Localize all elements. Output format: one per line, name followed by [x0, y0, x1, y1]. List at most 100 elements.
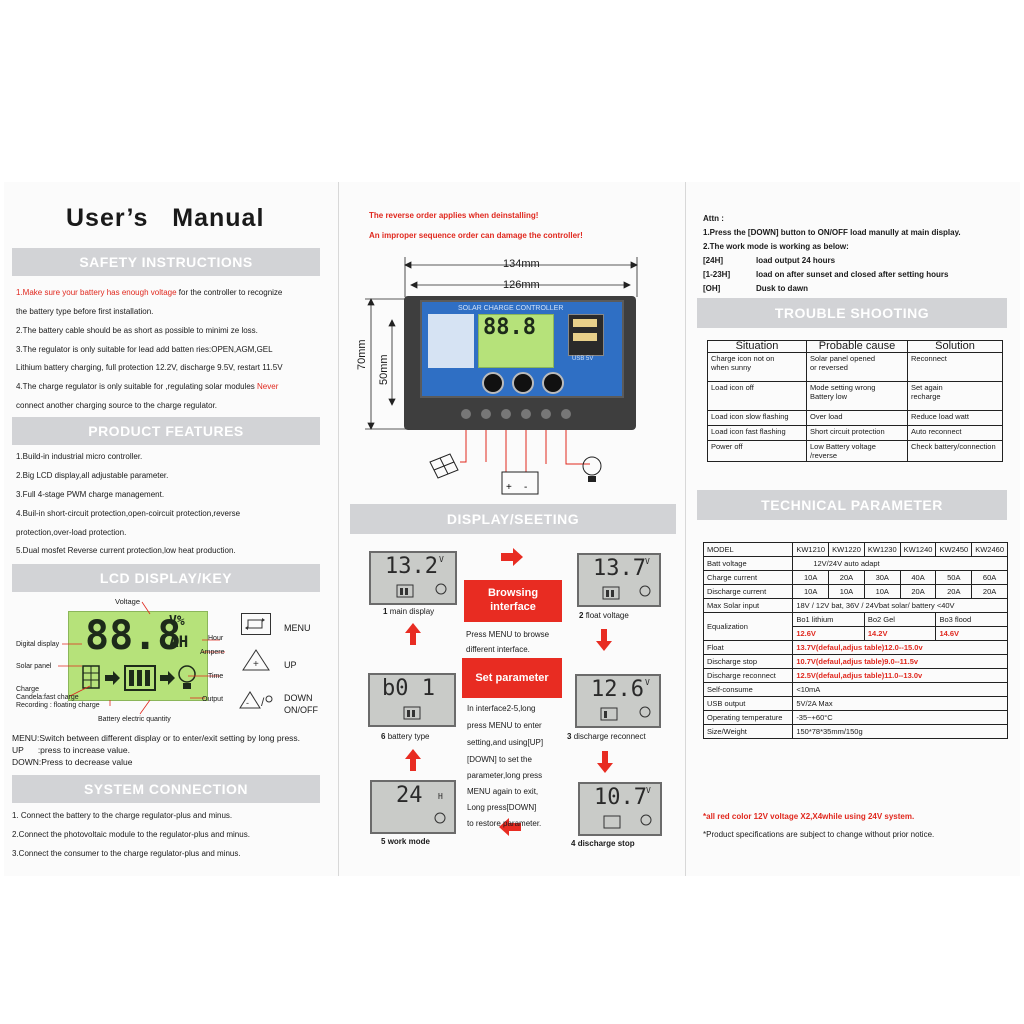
table-cell: Charge icon not on when sunny	[707, 352, 807, 382]
controller-face: SOLAR CHARGE CONTROLLER 88.8 USB 5V	[420, 300, 624, 398]
screen-icons	[602, 585, 651, 600]
safety-line-5: Lithium battery charging, full protectio…	[16, 363, 283, 372]
table-cell: Load icon slow flashing	[707, 410, 807, 426]
screen-caption-3: 3 discharge reconnect	[567, 731, 646, 742]
table-cell: 10A	[792, 584, 830, 599]
device-down-button[interactable]	[542, 372, 564, 394]
feature-item: protection,over-load protection.	[16, 528, 127, 537]
table-cell: Over load	[806, 410, 908, 426]
lcd-label-ampere: Ampere	[200, 649, 225, 656]
table-cell: 20A	[899, 584, 937, 599]
table-cell: 150*78*35mm/150g	[792, 724, 1008, 739]
manual-title: User’s Manual	[66, 204, 265, 232]
screen-value: 13.2	[385, 554, 438, 579]
table-row: Operating temperature -35~+60°C	[702, 710, 1008, 725]
screen-caption-1: 1 main display	[383, 606, 434, 617]
table-row: Load icon fast flashing Short circuit pr…	[707, 425, 1003, 441]
mode-key: [OH]	[703, 284, 721, 293]
table-cell: Batt voltage	[702, 556, 794, 571]
table-cell: Load icon fast flashing	[707, 425, 807, 441]
table-cell: Short circuit protection	[806, 425, 908, 441]
menu-key-label: MENU	[284, 623, 311, 633]
screen-caption-5: 5 work mode	[381, 836, 430, 847]
device-menu-button[interactable]	[482, 372, 504, 394]
safety-line-1: 1.Make sure your battery has enough volt…	[16, 287, 282, 298]
table-cell: Mode setting wrong Battery low	[806, 381, 908, 411]
bulb-icon	[434, 812, 446, 824]
table-cell: 18V / 12V bat, 36V / 24Vbat solar/ batte…	[792, 598, 1008, 613]
attn-line: Attn :	[703, 214, 724, 223]
display-header: DISPLAY/SEETING	[350, 504, 676, 534]
table-cell: KW1220	[828, 542, 865, 557]
lcd-label-time: Time	[208, 673, 224, 680]
table-row: Discharge stop 10.7V(defaul,adjus table)…	[702, 654, 1008, 669]
features-header: PRODUCT FEATURES	[12, 417, 320, 445]
system-item: 1. Connect the battery to the charge reg…	[12, 811, 233, 820]
device-up-button[interactable]	[512, 372, 534, 394]
table-cell: -35~+60°C	[792, 710, 1008, 725]
usb-port	[568, 314, 604, 356]
safety-line-3: 2.The battery cable should be as short a…	[16, 326, 258, 335]
screen-num: 4	[571, 839, 576, 848]
table-cell: Equalization	[702, 612, 794, 641]
attn-line: 1.Press the [DOWN] button to ON/OFF load…	[703, 228, 961, 237]
screen-icons	[396, 583, 447, 598]
table-cell: 14.2V	[863, 626, 937, 641]
lcd-label-output: Output	[202, 696, 224, 703]
lcd-label-solar: Solar panel	[16, 663, 52, 670]
feature-item: 5.Dual mosfet Reverse current protection…	[16, 546, 236, 555]
system-item: 2.Connect the photovoltaic module to the…	[12, 830, 250, 839]
screen-discharge-reconnect: 12.6 V	[575, 674, 661, 728]
browsing-text-1: Press MENU to browse	[466, 630, 550, 639]
table-cell: Low Battery voltage /reverse	[806, 440, 908, 462]
controller-label: SOLAR CHARGE CONTROLLER	[458, 305, 564, 312]
table-cell: 50A	[935, 570, 973, 585]
screen-unit: V	[645, 678, 650, 687]
table-cell: 5V/2A Max	[792, 696, 1008, 711]
table-cell: 20A	[935, 584, 973, 599]
table-cell: Auto reconnect	[907, 425, 1003, 441]
lcd-unit-bottom: AH	[169, 632, 189, 651]
controller-lcd: 88.8	[478, 314, 554, 368]
flow-arrows	[405, 548, 613, 836]
table-row: Equalization Bo1 lithium Bo2 Gel Bo3 flo…	[702, 612, 1008, 641]
table-cell: USB output	[702, 696, 794, 711]
table-cell: 60A	[971, 570, 1008, 585]
safety-line-1-rest: for the controller to recognize	[176, 288, 283, 297]
screen-label: discharge reconnect	[573, 732, 646, 741]
svg-text:-: -	[246, 698, 249, 708]
output-arrow-icon	[160, 671, 175, 685]
safety-never: Never	[257, 382, 279, 391]
table-cell: 10.7V(defaul,adjus table)9.0--11.5v	[792, 654, 1008, 669]
table-cell: 30A	[863, 570, 901, 585]
table-header: Situation	[707, 340, 807, 353]
table-cell: 40A	[899, 570, 937, 585]
tech-header: TECHNICAL PARAMETER	[697, 490, 1007, 520]
table-row: Self-consume <10mA	[702, 682, 1008, 697]
screen-battery-type: b0 1	[368, 673, 456, 727]
down-key-icon[interactable]: -/	[238, 688, 274, 712]
screen-label: main display	[389, 607, 435, 616]
mode-key: [1-23H]	[703, 270, 731, 279]
menu-key[interactable]	[241, 613, 271, 635]
down-key-label: DOWN	[284, 693, 313, 703]
set-parameter-box: Set parameter	[462, 658, 562, 698]
table-row: Discharge reconnect 12.5V(defaul,adjus t…	[702, 668, 1008, 683]
solar-panel-icon	[82, 665, 100, 689]
screen-label: discharge stop	[577, 839, 635, 848]
table-row: Float 13.7V(defaul,adjus table)12.0--15.…	[702, 640, 1008, 655]
lcd-label-charge: Charge	[16, 686, 39, 693]
battery-icon	[403, 706, 421, 720]
feature-item: 3.Full 4-stage PWM charge management.	[16, 490, 165, 499]
screen-num: 6	[381, 732, 386, 741]
screen-value: 12.6	[591, 677, 644, 702]
table-row: Charge current 10A 20A 30A 40A 50A 60A	[702, 570, 1008, 585]
browsing-interface-box: Browsing interface	[464, 580, 562, 622]
up-key-icon[interactable]: +	[241, 648, 271, 672]
table-row: USB output 5V/2A Max	[702, 696, 1008, 711]
battery-icon: +-	[501, 471, 539, 495]
screen-caption-6: 6 battery type	[381, 731, 430, 742]
screen-main-display: 13.2 V	[369, 551, 457, 605]
battery-icon	[124, 665, 156, 691]
warning-2: An improper sequence order can damage th…	[369, 231, 583, 240]
